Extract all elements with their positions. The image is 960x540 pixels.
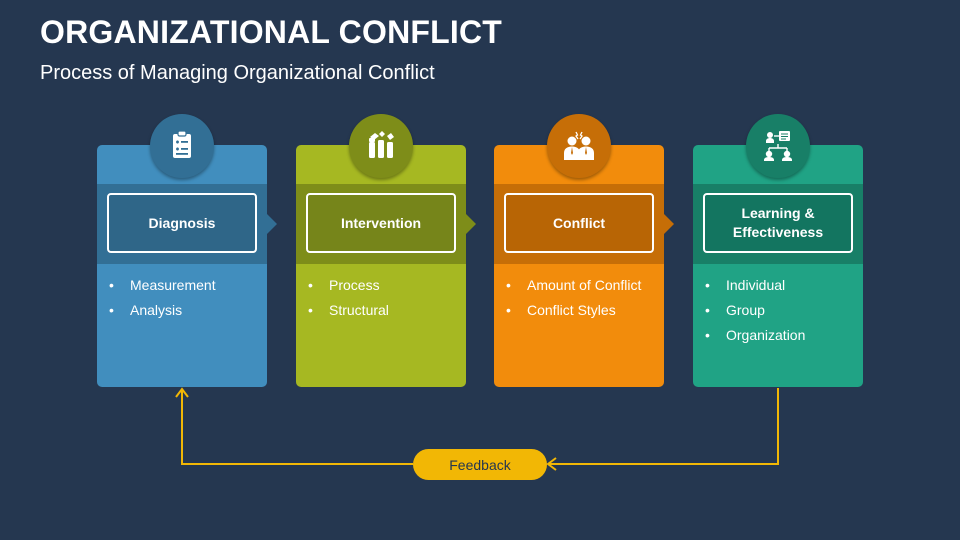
stage-label: Learning & Effectiveness [703,193,853,253]
list-item: Amount of Conflict [506,273,641,298]
arguing-people-icon [547,114,611,178]
list-item: Structural [308,298,389,323]
feedback-pill: Feedback [413,449,547,480]
stage-items: Amount of Conflict Conflict Styles [506,273,641,323]
stage-label: Conflict [504,193,654,253]
stage-card-conflict: Conflict Amount of Conflict Conflict Sty… [494,114,674,387]
stage-card-learning-effectiveness: Learning & Effectiveness Individual Grou… [693,114,863,387]
list-item: Group [705,298,805,323]
page-subtitle: Process of Managing Organizational Confl… [40,62,435,84]
raised-hands-icon [349,114,413,178]
list-item: Analysis [109,298,216,323]
stage-items: Individual Group Organization [705,273,805,348]
stage-items: Measurement Analysis [109,273,216,323]
list-item: Organization [705,323,805,348]
stage-label: Intervention [306,193,456,253]
stage-connector-arrow [253,200,277,248]
list-item: Individual [705,273,805,298]
clipboard-icon [150,114,214,178]
stage-items: Process Structural [308,273,389,323]
stage-connector-arrow [650,200,674,248]
list-item: Measurement [109,273,216,298]
stage-label: Diagnosis [107,193,257,253]
stage-card-intervention: Intervention Process Structural [296,114,476,387]
stage-connector-arrow [452,200,476,248]
stage-card-diagnosis: Diagnosis Measurement Analysis [97,114,277,387]
list-item: Conflict Styles [506,298,641,323]
org-chart-icon [746,114,810,178]
list-item: Process [308,273,389,298]
page-title: ORGANIZATIONAL CONFLICT [40,14,503,50]
